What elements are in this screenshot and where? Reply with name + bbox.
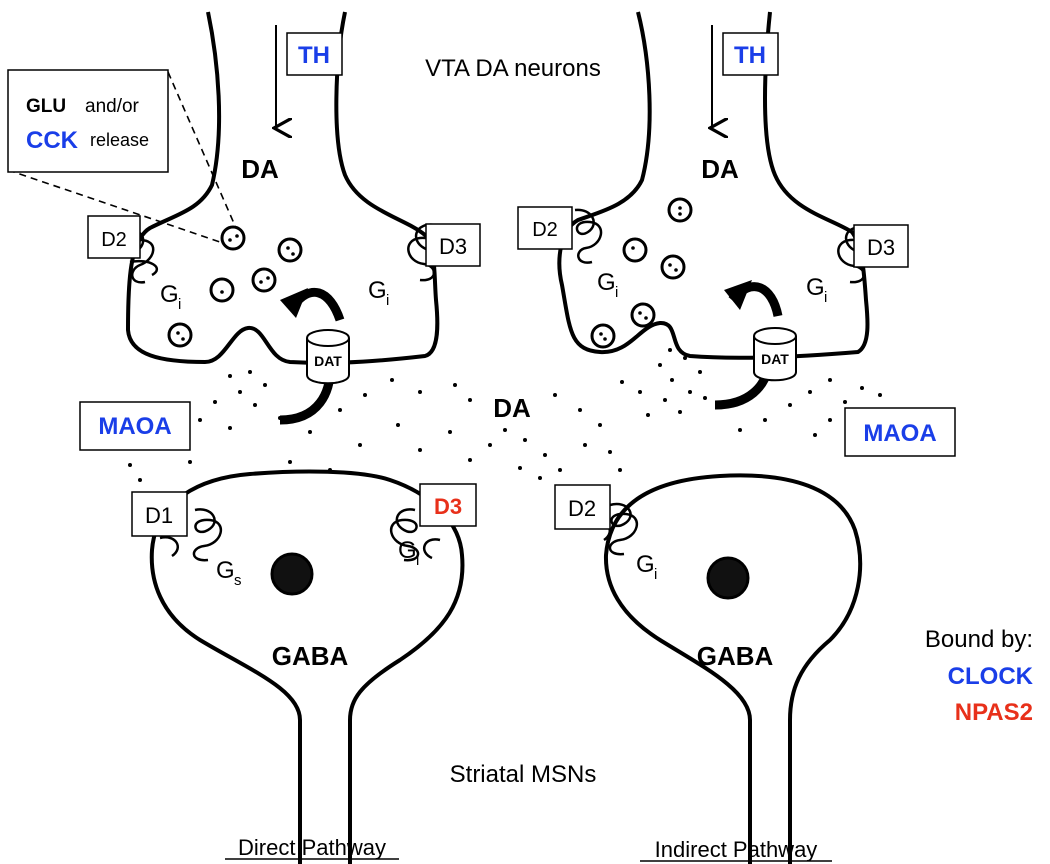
dat-left-label: DAT [314, 353, 342, 369]
svg-text:i: i [615, 284, 618, 301]
inset-pointer-bottom [7, 169, 221, 243]
receptor-coil-d3-pre-right [837, 226, 866, 284]
svg-text:G: G [160, 281, 179, 308]
maoa-left-label: MAOA [98, 413, 171, 440]
nucleus-left [270, 552, 314, 596]
gi-post-left: G i [398, 537, 419, 569]
d2-pre-left-box [87, 215, 141, 259]
gs-post-left: G s [216, 557, 242, 589]
svg-text:G: G [398, 537, 417, 564]
gi-pre-left: G i [160, 281, 181, 313]
d3-pre-right-box [853, 224, 909, 268]
d1-post-box [131, 491, 188, 537]
svg-text:G: G [806, 274, 825, 301]
svg-text:i: i [178, 296, 181, 313]
d2-pre-right-label: D2 [532, 219, 558, 241]
gaba-left-label: GABA [272, 641, 349, 671]
legend-npas2: NPAS2 [955, 699, 1033, 726]
inset-cck: CCK [26, 127, 79, 154]
svg-text:G: G [368, 277, 387, 304]
d2-post-label: D2 [568, 496, 596, 521]
presynaptic-terminal-left [126, 11, 440, 365]
inset-pointer-top [167, 71, 237, 229]
svg-text:G: G [597, 269, 616, 296]
direct-pathway-label: Direct Pathway [238, 835, 386, 860]
d2-pre-left-label: D2 [101, 229, 127, 251]
indirect-pathway-label: Indirect Pathway [655, 837, 818, 862]
receptor-coil-d3-post [389, 508, 441, 562]
d3-post-box [419, 483, 477, 527]
dat-transporter-left [306, 329, 350, 385]
th-left-label: TH [298, 42, 330, 69]
d1-post-label: D1 [145, 503, 173, 528]
gi-post-right: G i [636, 551, 657, 583]
da-left-label: DA [241, 154, 279, 184]
svg-text:s: s [234, 572, 242, 589]
inset-box [7, 69, 169, 173]
postsynaptic-msn-left [149, 469, 465, 864]
nucleus-right [706, 556, 750, 600]
th-box-right [722, 32, 779, 76]
title-vta: VTA DA neurons [425, 55, 601, 82]
da-cleft-label: DA [493, 393, 531, 423]
th-right-label: TH [734, 42, 766, 69]
receptor-coil-d2-pre-right [574, 208, 603, 264]
d3-post-label: D3 [434, 494, 462, 519]
legend-clock: CLOCK [948, 663, 1034, 690]
d3-pre-left-label: D3 [439, 234, 467, 259]
vesicles-right [590, 197, 693, 349]
d2-pre-right-box [517, 206, 573, 250]
legend-title: Bound by: [925, 626, 1033, 653]
th-box-left [286, 32, 343, 76]
dat-right-label: DAT [761, 351, 789, 367]
dat-transporter-right [753, 327, 797, 382]
svg-text:i: i [824, 289, 827, 306]
postsynaptic-msn-right [603, 473, 863, 864]
d3-pre-right-label: D3 [867, 235, 895, 260]
d3-pre-left-box [425, 223, 481, 267]
d2-post-box [554, 484, 611, 530]
gaba-right-label: GABA [697, 641, 774, 671]
gi-pre-right: G i [597, 269, 618, 301]
inset-glu: GLU [26, 96, 66, 117]
inset-release: release [90, 130, 149, 150]
svg-text:i: i [386, 292, 389, 309]
presynaptic-terminal-right [557, 11, 870, 360]
receptor-coil-d3-pre-left [407, 223, 436, 282]
svg-text:i: i [654, 566, 657, 583]
svg-text:G: G [216, 557, 235, 584]
inset-andor: and/or [85, 96, 140, 117]
maoa-right-box [844, 407, 956, 457]
svg-text:i: i [416, 552, 419, 569]
svg-text:G: G [636, 551, 655, 578]
gi-pre-right-d3: G i [806, 274, 827, 306]
maoa-right-label: MAOA [863, 420, 936, 447]
striatal-msns-label: Striatal MSNs [450, 761, 597, 788]
da-right-label: DA [701, 154, 739, 184]
receptor-coil-d1-post [159, 508, 223, 562]
vesicles-left [167, 225, 303, 348]
maoa-left-box [79, 401, 191, 451]
gi-pre-left-d3: G i [368, 277, 389, 309]
